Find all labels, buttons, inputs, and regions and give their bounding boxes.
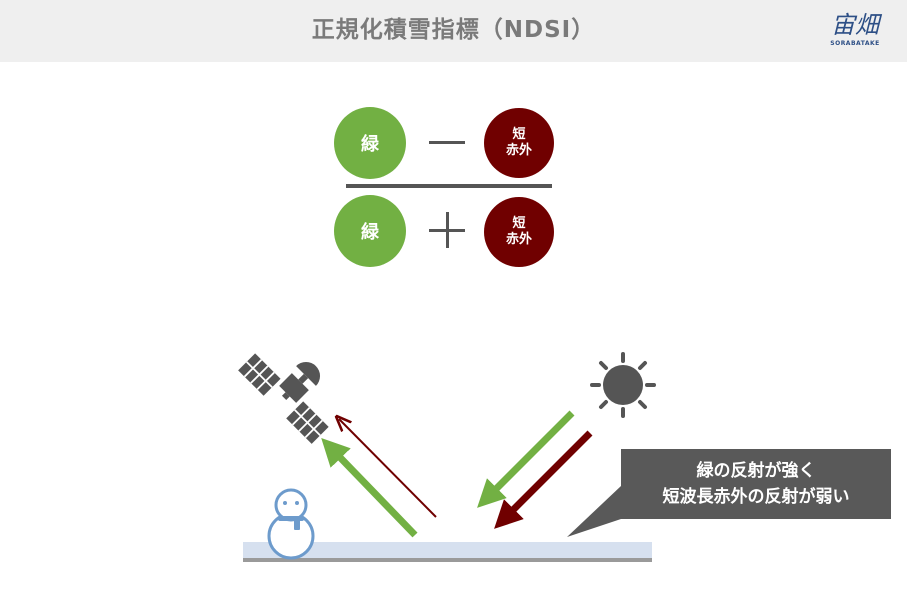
denominator-swir-circle: 短 赤外 xyxy=(484,197,554,267)
denominator-green-circle: 緑 xyxy=(334,195,406,267)
callout-box: 緑の反射が強く 短波長赤外の反射が弱い xyxy=(621,449,891,519)
sorabatake-logo: 宙畑 SORABATAKE xyxy=(824,10,886,52)
reflected-swir-ray xyxy=(339,419,437,518)
callout-line1: 緑の反射が強く xyxy=(696,461,816,481)
sun-icon xyxy=(590,352,656,418)
denominator-swir-line1: 短 xyxy=(512,216,526,231)
logo-text: 宙畑 xyxy=(831,11,879,39)
denominator-green-label: 緑 xyxy=(361,222,379,243)
plus-sign-vertical xyxy=(446,212,449,248)
satellite-icon xyxy=(238,353,329,444)
callout-pointer xyxy=(567,486,621,537)
denominator-swir-line2: 赤外 xyxy=(505,232,532,247)
minus-sign xyxy=(429,141,465,144)
header-bar xyxy=(0,0,907,62)
numerator-swir-circle: 短 赤外 xyxy=(484,108,554,178)
fraction-bar xyxy=(346,184,552,188)
logo-subtext: SORABATAKE xyxy=(830,40,880,47)
numerator-green-circle: 緑 xyxy=(334,107,406,179)
incoming-swir-ray xyxy=(494,430,593,529)
incoming-green-ray xyxy=(477,410,575,508)
ground-line xyxy=(243,558,652,562)
numerator-green-label: 緑 xyxy=(361,134,379,155)
page-title: 正規化積雪指標（NDSI） xyxy=(311,17,596,43)
callout-line2: 短波長赤外の反射が弱い xyxy=(662,487,850,507)
snowman-face xyxy=(278,501,304,530)
numerator-swir-line1: 短 xyxy=(512,127,526,142)
numerator-swir-line2: 赤外 xyxy=(505,143,532,158)
snow-ground xyxy=(243,542,652,560)
snowman-icon xyxy=(267,488,315,560)
reflected-green-ray xyxy=(321,437,418,538)
